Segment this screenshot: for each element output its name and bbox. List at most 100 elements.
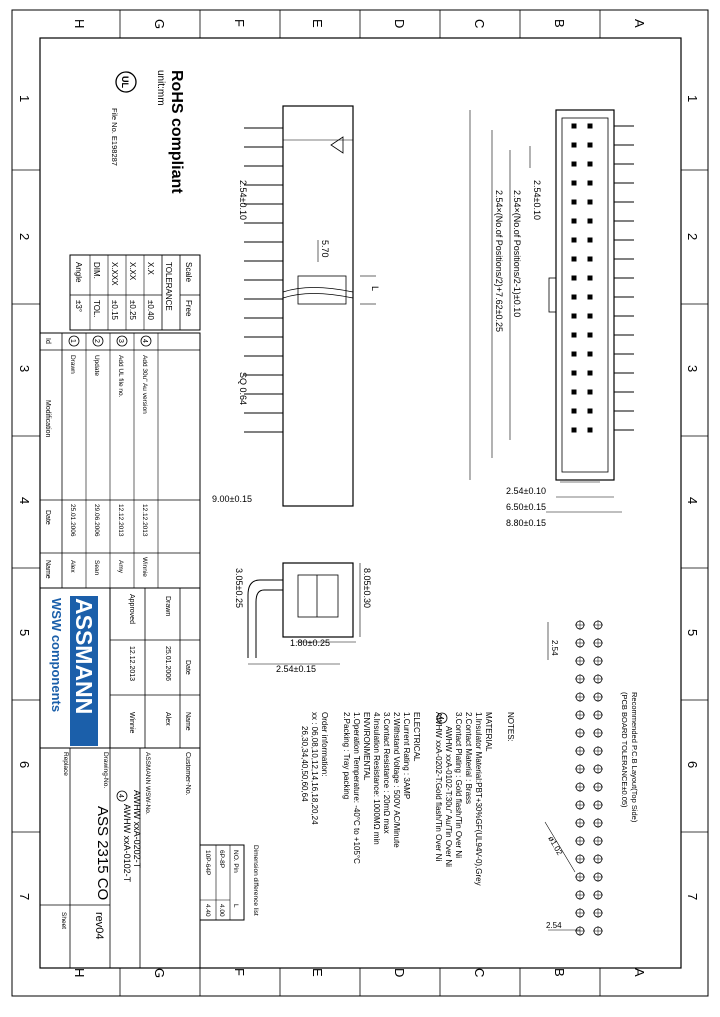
bottom-dim-3-05: 3.05±0.25	[234, 568, 244, 608]
dim-difference-table: Dimension difference list NO. Pin L 6P-8…	[199, 844, 259, 921]
zone-col-top-E: E	[310, 19, 325, 28]
bottom-view: 8.05±0.30 3.05±0.25 1.80±0.25 2.54±0.15	[234, 562, 372, 674]
zone-col-bottom-D: D	[392, 968, 407, 977]
plating-b: AWHW xxA-0202-T:Gold flash/Tin Over Ni	[434, 712, 443, 861]
dim-row-1-l: 4.00	[218, 904, 225, 917]
notes-title: NOTES:	[506, 712, 515, 742]
sheet-label: Sheet	[60, 912, 67, 929]
approval-name-col: Name	[184, 712, 191, 731]
front-pin-12-0	[571, 351, 577, 357]
front-pin-15-1	[587, 408, 593, 414]
order-line-1: xx : 06,08,10,12,14,16,18,20,24	[310, 712, 319, 825]
front-pin-4-1	[587, 199, 593, 205]
front-pin-6-0	[571, 237, 577, 243]
environmental-title: ENVIRONMENTAL	[362, 712, 371, 781]
side-view: L 5.70 2.54±0.10 SQ 0.64 9.00±0.15	[212, 105, 380, 507]
material-title: MATERIAL	[484, 712, 493, 752]
rev-id-3: 3	[117, 339, 124, 343]
approved-label: Approved	[128, 594, 135, 624]
front-pins	[571, 123, 593, 433]
pcb-holes	[575, 620, 603, 936]
zone-col-top-B: B	[552, 19, 567, 28]
rev-mod-4: Add 30u" Au version	[141, 355, 148, 414]
zone-col-top-F: F	[232, 19, 247, 27]
zone-col-top-C: C	[472, 19, 487, 28]
zone-row-right-4: 4	[685, 497, 700, 504]
dim-row-1-no: 6P-8P	[218, 850, 225, 868]
bottom-dim-2-54: 2.54±0.15	[276, 664, 316, 674]
electrical-4: 4.Insulation Resistance: 1000MΩ min	[372, 712, 381, 845]
approval-block: Date Name Drawn 25.01.2006 Alex Approved…	[109, 587, 201, 749]
front-view: 2.54±0.10 2.54×(No.of Positions/2-1)±0.1…	[469, 109, 634, 528]
zone-col-bottom-C: C	[472, 968, 487, 977]
file-no: File No. E198287	[110, 108, 119, 166]
front-pin-2-1	[587, 161, 593, 167]
tol-val-3: TOL.	[92, 300, 101, 318]
rohs-label: RoHS compliant	[168, 70, 185, 194]
front-leads	[614, 125, 634, 431]
front-pin-3-1	[587, 180, 593, 186]
zone-row-left-6: 6	[17, 761, 32, 768]
front-pin-5-1	[587, 218, 593, 224]
ul-text: UL	[120, 76, 130, 88]
front-pin-1-0	[571, 142, 577, 148]
rev-date-1: 25.01.2006	[69, 504, 76, 537]
replace-label: Replace	[62, 752, 69, 776]
zone-col-top-H: H	[72, 19, 87, 28]
front-pin-2-0	[571, 161, 577, 167]
front-dim-2: 2.54×(No.of Positions/2-1)±0.10	[512, 190, 522, 317]
front-pin-16-0	[571, 427, 577, 433]
front-pin-7-1	[587, 256, 593, 262]
front-pin-0-1	[587, 123, 593, 129]
front-pin-15-0	[571, 408, 577, 414]
rev-id-2: 2	[93, 339, 100, 343]
zone-row-left-1: 1	[17, 95, 32, 102]
rev-id-1: 1	[69, 339, 76, 343]
rev-mod-3: Add UL file no.	[117, 355, 124, 398]
customer-no-label: Customer-No.	[184, 752, 191, 796]
order-line-2: 26,30,34,40,50,60,64	[300, 726, 309, 802]
tol-val-2: ±0.15	[110, 300, 119, 321]
dim-row-2-no: 10P-64P	[204, 850, 211, 875]
tolerance-title: TOLERANCE	[164, 262, 173, 311]
material-1: 1.Insulator Material:PBT+30%GF(UL94V-0),…	[474, 712, 483, 886]
drawn-date: 25.01.2006	[164, 646, 171, 681]
ul-mark: UL	[115, 71, 137, 93]
approved-date: 12.12.2013	[128, 646, 135, 681]
scale-label: Scale	[184, 262, 193, 283]
zone-col-bottom-B: B	[552, 968, 567, 977]
zone-row-right-3: 3	[685, 365, 700, 372]
front-pin-14-1	[587, 389, 593, 395]
side-dim-pitch: 2.54±0.10	[238, 180, 248, 220]
zone-row-right-2: 2	[685, 233, 700, 240]
front-pin-12-1	[587, 351, 593, 357]
side-dim-sq: SQ 0.64	[238, 372, 248, 405]
front-pin-9-1	[587, 294, 593, 300]
front-pin-11-0	[571, 332, 577, 338]
drawing-no: ASS 2315 CO	[94, 806, 111, 900]
front-dim-5: 6.50±0.15	[506, 502, 546, 512]
front-pin-8-0	[571, 275, 577, 281]
rohs-block: RoHS compliant unit:mm	[155, 70, 185, 194]
zone-col-top-G: G	[152, 19, 167, 29]
zone-row-right-1: 1	[685, 95, 700, 102]
front-pin-7-0	[571, 256, 577, 262]
pcb-subtitle: (PCB BOARD TOLERANCE±0.05)	[620, 692, 629, 808]
tol-val-1: ±0.25	[128, 300, 137, 321]
front-pin-4-0	[571, 199, 577, 205]
title-block: Customer-No. ASSMANN WSW-No. AWHW xxA-02…	[39, 747, 201, 969]
front-pin-0-0	[571, 123, 577, 129]
approved-name: Winnie	[128, 712, 135, 734]
electrical-title: ELECTRICAL	[412, 712, 421, 762]
front-pin-13-1	[587, 370, 593, 376]
zone-row-right-7: 7	[685, 893, 700, 900]
front-pin-10-0	[571, 313, 577, 319]
front-dim-3: 2.54×(No.of Positions/2)+7.62±0.25	[494, 190, 504, 332]
zone-row-left-5: 5	[17, 629, 32, 636]
front-pin-16-1	[587, 427, 593, 433]
rev-name-3: Amy	[117, 560, 124, 574]
tol-dim-2: X.XXX	[110, 262, 119, 286]
rev-mod-label: Modification	[44, 400, 51, 437]
